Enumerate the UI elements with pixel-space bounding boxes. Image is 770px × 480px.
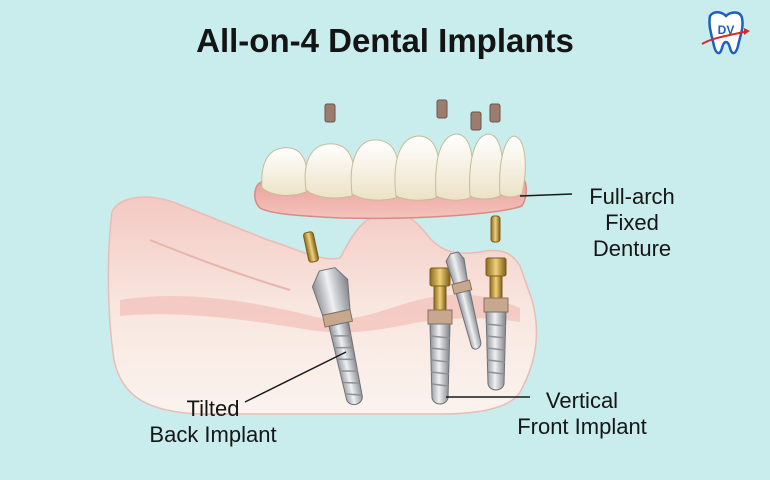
denture-screws bbox=[324, 99, 501, 131]
leader-lines bbox=[244, 193, 573, 403]
abutment-screws bbox=[303, 215, 501, 263]
page-title: All-on-4 Dental Implants bbox=[196, 22, 574, 59]
logo-text: DV bbox=[718, 23, 735, 37]
label-line: Fixed bbox=[605, 210, 659, 235]
tilted-back-implant bbox=[311, 267, 363, 406]
full-arch-denture bbox=[254, 133, 527, 220]
label-line: Tilted bbox=[186, 396, 240, 421]
label-line: Vertical bbox=[545, 388, 619, 413]
brand-logo: DV bbox=[700, 8, 752, 60]
label-line: Back Implant bbox=[149, 422, 277, 447]
vertical-front-implants bbox=[427, 251, 509, 405]
label-full-arch-denture: Full-arch Fixed Denture bbox=[572, 184, 692, 262]
label-line: Front Implant bbox=[517, 414, 647, 439]
label-line: Full-arch bbox=[589, 184, 675, 209]
label-line: Denture bbox=[592, 236, 672, 261]
label-tilted-back-implant: Tilted Back Implant bbox=[118, 396, 308, 448]
label-vertical-front-implant: Vertical Front Implant bbox=[482, 388, 682, 440]
tooth-logo-icon: DV bbox=[701, 11, 750, 55]
